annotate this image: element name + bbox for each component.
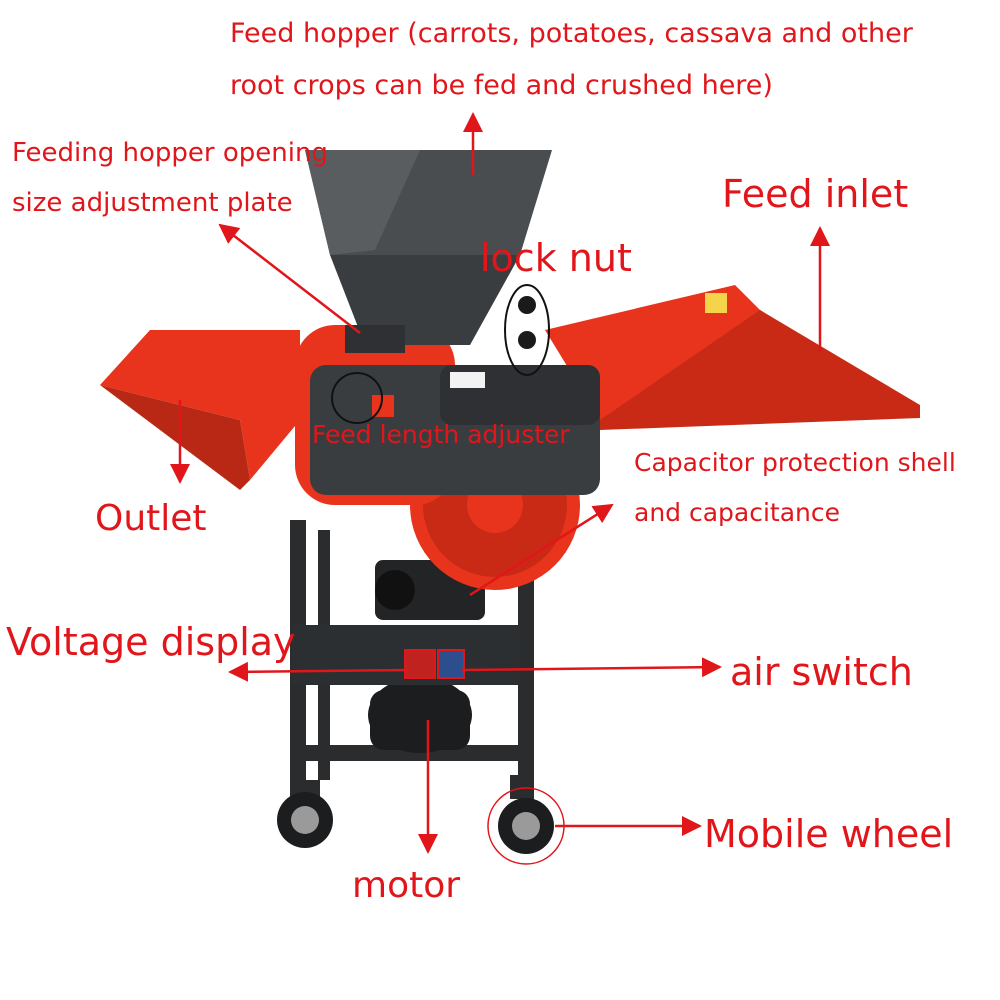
callout-arrows bbox=[170, 112, 830, 854]
air-switch-label: air switch bbox=[730, 650, 913, 694]
voltage-display-label: Voltage display bbox=[6, 620, 296, 664]
capacitor-label-line2: and capacitance bbox=[634, 498, 841, 527]
feed-inlet-tray bbox=[545, 285, 920, 430]
hopper-plate-label: Feeding hopper opening bbox=[12, 138, 328, 168]
feed-length-adjuster-label: Feed length adjuster bbox=[312, 420, 570, 449]
stand-frame bbox=[290, 520, 534, 810]
capacitor-label: Capacitor protection shell bbox=[634, 448, 956, 477]
feed-hopper bbox=[305, 150, 552, 353]
motor-label: motor bbox=[352, 865, 461, 906]
wheels bbox=[277, 792, 554, 854]
outlet-chute bbox=[100, 330, 300, 490]
motor-body bbox=[368, 560, 485, 753]
feed-hopper-label-line2: root crops can be fed and crushed here) bbox=[230, 70, 773, 101]
hopper-plate-label-line2: size adjustment plate bbox=[12, 188, 293, 218]
feed-hopper-label: Feed hopper (carrots, potatoes, cassava … bbox=[230, 18, 913, 49]
mobile-wheel-label: Mobile wheel bbox=[704, 812, 954, 856]
lock-nuts bbox=[518, 296, 536, 349]
feed-inlet-label: Feed inlet bbox=[722, 172, 909, 216]
outlet-label: Outlet bbox=[95, 498, 207, 539]
control-panel bbox=[292, 625, 520, 685]
lock-nut-label: lock nut bbox=[480, 236, 632, 280]
